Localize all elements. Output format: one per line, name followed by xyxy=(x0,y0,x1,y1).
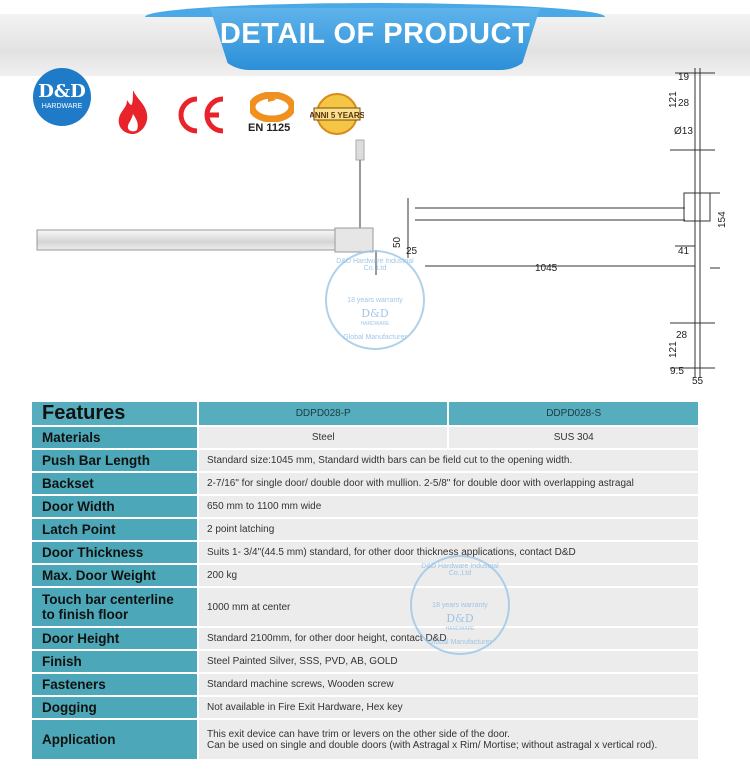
features-table: Features DDPD028-P DDPD028-S Materials S… xyxy=(30,400,700,761)
row-label: Dogging xyxy=(30,695,199,720)
col-header-s: DDPD028-S xyxy=(447,400,700,427)
stamp-warranty: 18 years warranty xyxy=(432,602,488,609)
logo-text: D&D xyxy=(38,81,86,102)
row-label: Finish xyxy=(30,649,199,674)
row-value: 2 point latching xyxy=(197,517,700,542)
watermark-stamp: D&D Hardware Industrial Co.,Ltd 18 years… xyxy=(410,555,510,655)
row-label: Application xyxy=(30,718,199,761)
features-heading: Features xyxy=(30,400,199,427)
dim-28-bottom: 28 xyxy=(676,330,688,341)
dim-28-top: 28 xyxy=(678,98,690,109)
dim-55: 55 xyxy=(692,376,704,387)
table-row: Materials Steel SUS 304 xyxy=(30,425,700,450)
stamp-warranty: 18 years warranty xyxy=(347,297,403,304)
stamp-bottom: Global Manufacturer xyxy=(343,334,407,341)
warranty-badge-icon: ANNI 5 YEARS xyxy=(310,93,364,135)
row-label: Materials xyxy=(30,425,199,450)
row-value: Steel xyxy=(196,425,450,450)
en1125-label: EN 1125 xyxy=(248,122,291,134)
row-label: Door Thickness xyxy=(30,540,199,565)
row-value: Standard machine screws, Wooden screw xyxy=(197,672,700,697)
row-label: Door Width xyxy=(30,494,199,519)
dim-25: 25 xyxy=(406,246,418,257)
row-label: Door Height xyxy=(30,626,199,651)
stamp-brand: D&D xyxy=(361,307,389,320)
dim-13: Ø13 xyxy=(674,126,693,137)
fire-icon xyxy=(118,90,148,134)
dim-154: 154 xyxy=(717,211,728,228)
table-header-row: Features DDPD028-P DDPD028-S xyxy=(30,400,700,427)
stamp-ring-text: D&D Hardware Industrial Co.,Ltd xyxy=(336,258,414,272)
watermark-stamp: D&D Hardware Industrial Co.,Ltd 18 years… xyxy=(325,250,425,350)
stamp-sub: HARDWARE xyxy=(445,626,475,632)
row-label: Push Bar Length xyxy=(30,448,199,473)
en1125-icon xyxy=(250,92,294,122)
dimension-drawing: 19 121 28 Ø13 154 50 25 41 1045 28 121 9… xyxy=(392,68,728,387)
dim-50: 50 xyxy=(392,236,403,248)
row-label: Touch bar centerline to finish floor xyxy=(30,586,199,628)
brand-logo: D&D HARDWARE xyxy=(33,68,91,126)
dim-121-top: 121 xyxy=(668,91,679,108)
row-label: Fasteners xyxy=(30,672,199,697)
dim-1045: 1045 xyxy=(535,263,558,274)
dim-121-bottom: 121 xyxy=(668,341,679,358)
row-value: Standard size:1045 mm, Standard width ba… xyxy=(197,448,700,473)
row-value: This exit device can have trim or levers… xyxy=(197,718,700,761)
table-row: Application This exit device can have tr… xyxy=(30,718,700,761)
logo-subtext: HARDWARE xyxy=(41,103,83,110)
stamp-ring-text: D&D Hardware Industrial Co.,Ltd xyxy=(421,563,499,577)
title-ribbon xyxy=(210,8,540,70)
stamp-brand: D&D xyxy=(446,612,474,625)
row-value: 2-7/16" for single door/ double door wit… xyxy=(197,471,700,496)
row-label: Latch Point xyxy=(30,517,199,542)
application-line-2: Can be used on single and double doors (… xyxy=(207,739,658,751)
warranty-text: ANNI 5 YEARS xyxy=(310,111,364,120)
page-title: DETAIL OF PRODUCT xyxy=(219,18,531,50)
row-value: SUS 304 xyxy=(447,425,700,450)
application-line-1: This exit device can have trim or levers… xyxy=(207,728,510,740)
row-value: Not available in Fire Exit Hardware, Hex… xyxy=(197,695,700,720)
col-header-p: DDPD028-P xyxy=(196,400,450,427)
row-value: 650 mm to 1100 mm wide xyxy=(197,494,700,519)
dim-41: 41 xyxy=(678,246,690,257)
stamp-sub: HARDWARE xyxy=(360,321,390,327)
stamp-bottom: Global Manufacturer xyxy=(428,639,492,646)
dim-9-5: 9.5 xyxy=(670,366,684,377)
row-label: Backset xyxy=(30,471,199,496)
row-value: Suits 1- 3/4"(44.5 mm) standard, for oth… xyxy=(197,540,700,565)
dim-19: 19 xyxy=(678,72,690,83)
ce-mark-icon xyxy=(178,96,224,134)
row-label: Max. Door Weight xyxy=(30,563,199,588)
push-bar-image xyxy=(36,139,377,275)
